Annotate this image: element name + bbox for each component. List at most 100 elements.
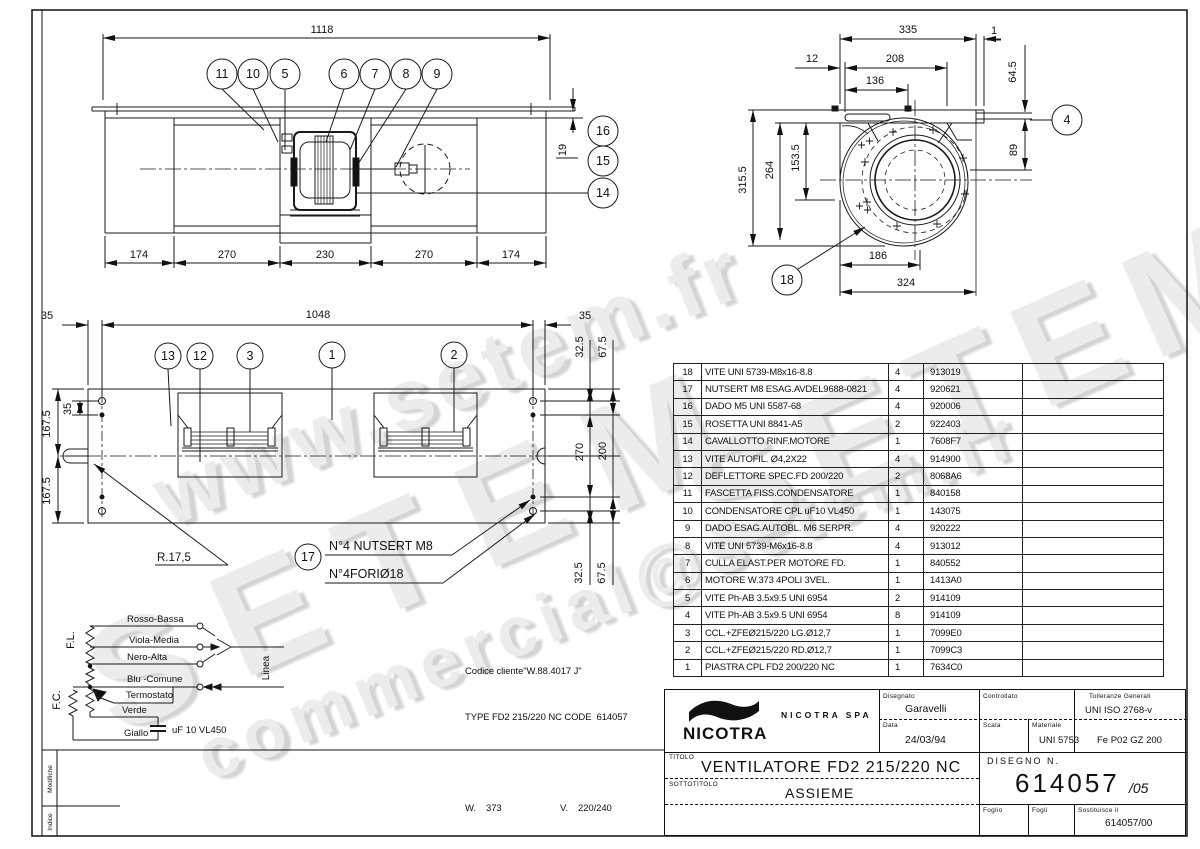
- dim-324: 324: [897, 277, 915, 289]
- dim-270a: 270: [218, 249, 236, 261]
- part-note: [1022, 519, 1164, 538]
- part-code: 143075: [923, 502, 1023, 521]
- part-qty: 4: [888, 536, 924, 556]
- part-desc: VITE Ph-AB 3.5x9.5 UNI 6954: [701, 606, 889, 625]
- part-note: [1022, 554, 1164, 573]
- customer-code: Codice cliente"W.88.4017 J": [465, 666, 582, 677]
- table-row: 4 VITE Ph-AB 3.5x9.5 UNI 6954 8 914109: [673, 606, 1164, 625]
- label-sottotitolo: SOTTOTITOLO: [669, 781, 718, 788]
- part-code: 920222: [923, 519, 1023, 538]
- part-note: [1022, 467, 1164, 486]
- dim-12: 12: [806, 53, 818, 65]
- part-desc: DEFLETTORE SPEC.FD 200/220: [701, 467, 889, 486]
- part-qty: 2: [888, 415, 924, 434]
- dim-35-left: 35: [41, 310, 53, 322]
- drawing-revision: /05: [1129, 780, 1149, 796]
- balloon-10: 10: [246, 67, 260, 81]
- spec-block: Codice cliente"W.88.4017 J" TYPE FD2 215…: [465, 639, 670, 849]
- part-pos: 8: [673, 536, 702, 556]
- wire-nero: Nero-Alta: [127, 652, 168, 663]
- side-view-balloons: [771, 104, 1083, 296]
- balloon-7: 7: [372, 67, 379, 81]
- part-qty: 4: [888, 362, 924, 382]
- plan-view-balloons: [154, 341, 468, 571]
- note-fori: N°4FORIØ18: [329, 567, 404, 581]
- label-materiale: Materiale: [1032, 722, 1062, 729]
- value-materiale-grade: Fe P02 GZ 200: [1097, 735, 1162, 746]
- wire-verde: Verde: [122, 705, 147, 716]
- dim-315-5: 315.5: [737, 166, 749, 194]
- front-view: [91, 34, 588, 268]
- label-sostituisce: Sostituisce il: [1078, 807, 1119, 814]
- wire-blu: Blu -Comune: [127, 674, 182, 685]
- value-disegnato: Garavelli: [905, 703, 947, 715]
- label-titolo: TITOLO: [669, 754, 695, 761]
- part-desc: VITE Ph-AB 3.5x9.5 UNI 6954: [701, 589, 889, 608]
- part-pos: 6: [673, 571, 702, 591]
- part-note: [1022, 415, 1164, 434]
- part-pos: 2: [673, 641, 702, 660]
- label-disegno-n: DISEGNO N.: [987, 756, 1061, 766]
- spec-row: W. 373 V. 220/240: [465, 802, 670, 815]
- part-code: 7099C3: [923, 641, 1023, 660]
- part-desc: CAVALLOTTO RINF.MOTORE: [701, 432, 889, 451]
- dim-153-5: 153.5: [790, 144, 802, 172]
- table-row: 18 VITE UNI 5739-M8x16-8.8 4 913019: [673, 362, 1164, 382]
- balloon-15: 15: [596, 154, 610, 168]
- part-pos: 10: [673, 502, 702, 521]
- drawing-title: VENTILATORE FD2 215/220 NC: [701, 759, 962, 776]
- brand-logo-text: NICOTRA: [683, 724, 768, 743]
- drawing-number: 614057: [1015, 768, 1120, 798]
- part-desc: PIASTRA CPL FD2 200/220 NC: [701, 658, 889, 678]
- part-desc: DADO ESAG.AUTOBL. M6 SERPR.: [701, 519, 889, 538]
- dim-67-5-top: 67.5: [597, 336, 609, 357]
- part-code: 914109: [923, 589, 1023, 608]
- part-code: 7608F7: [923, 432, 1023, 451]
- part-note: [1022, 432, 1164, 451]
- label-foglio: Foglio: [983, 807, 1003, 814]
- dim-32-5-top: 32.5: [574, 336, 586, 357]
- dim-230: 230: [316, 249, 334, 261]
- part-pos: 15: [673, 415, 702, 434]
- balloon-18: 18: [780, 273, 794, 287]
- balloon-17: 17: [301, 550, 315, 564]
- part-note: [1022, 484, 1164, 504]
- dim-35-right: 35: [579, 310, 591, 322]
- value-sostituisce: 614057/00: [1105, 818, 1153, 829]
- part-note: [1022, 571, 1164, 591]
- part-pos: 14: [673, 432, 702, 451]
- part-code: 8068A6: [923, 467, 1023, 486]
- spec-left: W. 373: [465, 803, 502, 814]
- part-qty: 1: [888, 623, 924, 643]
- table-row: 8 VITE UNI 5739-M6x16-8.8 4 913012: [673, 536, 1164, 556]
- company-name: NICOTRA SPA: [781, 710, 872, 720]
- part-desc: CCL.+ZFEØ215/220 RD.Ø12,7: [701, 641, 889, 660]
- drawing-subtitle: ASSIEME: [785, 785, 855, 801]
- part-code: 1413A0: [923, 571, 1023, 591]
- part-code: 840552: [923, 554, 1023, 573]
- part-qty: 2: [888, 467, 924, 486]
- part-desc: VITE AUTOFIL. Ø4,2X22: [701, 449, 889, 469]
- mount-holes: [98, 393, 537, 518]
- part-qty: 1: [888, 432, 924, 451]
- dim-1: 1: [991, 25, 997, 37]
- part-qty: 1: [888, 484, 924, 504]
- margin-label-indice: Indice: [47, 813, 54, 831]
- part-desc: DADO M5 UNI 5587-68: [701, 397, 889, 417]
- part-qty: 1: [888, 571, 924, 591]
- part-note: [1022, 641, 1164, 660]
- part-qty: 8: [888, 606, 924, 625]
- part-code: 914900: [923, 449, 1023, 469]
- part-code: 7634C0: [923, 658, 1023, 678]
- wiring-diagram: [67, 622, 284, 741]
- balloon-16: 16: [596, 124, 610, 138]
- part-qty: 1: [888, 502, 924, 521]
- part-note: [1022, 623, 1164, 643]
- dim-167-5-top: 167.5: [41, 410, 53, 438]
- part-note: [1022, 658, 1164, 678]
- dim-32-5-bot: 32.5: [573, 562, 585, 583]
- part-desc: FASCETTA FISS.CONDENSATORE: [701, 484, 889, 504]
- part-desc: VITE UNI 5739-M8x16-8.8: [701, 362, 889, 382]
- part-note: [1022, 397, 1164, 417]
